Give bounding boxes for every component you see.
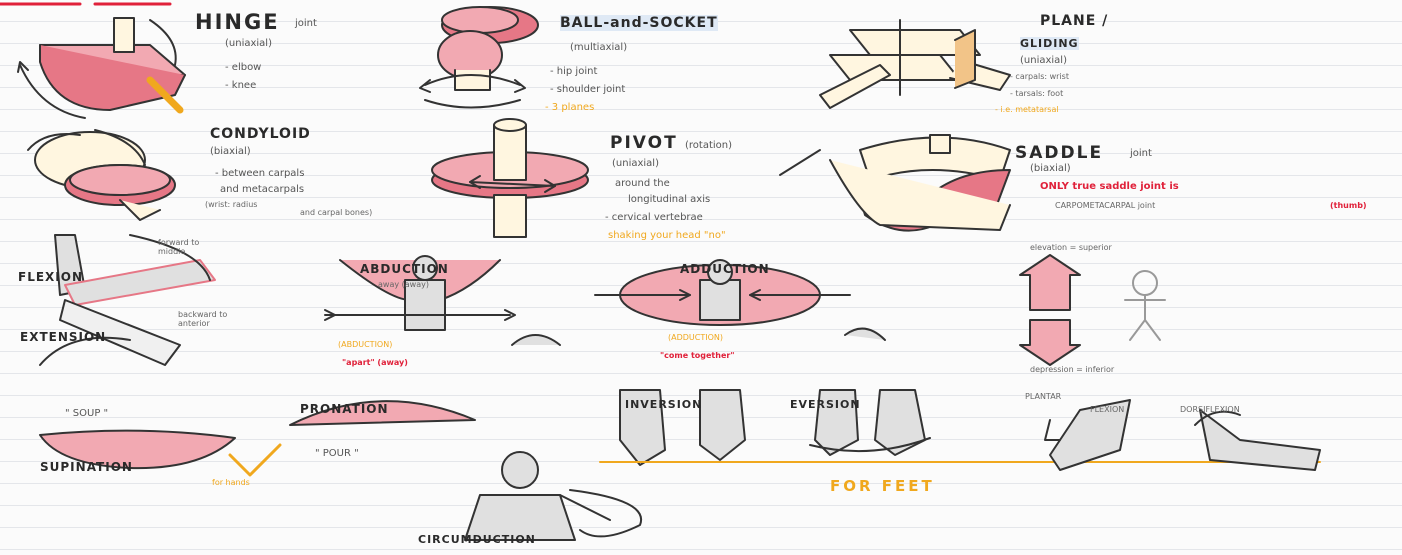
condyloid-title: CONDYLOID — [210, 126, 311, 142]
circumduction-illustration — [465, 452, 641, 540]
inversion-label: INVERSION — [625, 398, 702, 411]
plane-note: - i.e. metatarsal — [995, 105, 1059, 114]
elevation-label: elevation = superior — [1030, 243, 1112, 252]
pronation-label: PRONATION — [300, 402, 389, 416]
condyloid-type: (biaxial) — [210, 146, 251, 157]
adduction-sub: (ADDUCTION) — [668, 333, 723, 342]
hinge-type: (uniaxial) — [225, 38, 272, 49]
plane-joint-illustration — [820, 20, 1010, 108]
for-hands-label: for hands — [212, 478, 250, 487]
for-feet-label: FOR FEET — [830, 477, 935, 495]
pivot-example-3: - cervical vertebrae — [605, 212, 703, 223]
condyloid-example-2: and metacarpals — [220, 184, 304, 195]
condyloid-example-4: and carpal bones) — [300, 208, 372, 217]
saddle-example-3: (thumb) — [1330, 201, 1367, 210]
plane-title-2: GLIDING — [1020, 37, 1079, 50]
pivot-joint-illustration — [432, 119, 588, 237]
plantar-label-2: FLEXION — [1090, 405, 1124, 414]
dorsiflexion-label: DORSIFLEXION — [1180, 405, 1240, 414]
adduction-label: ADDUCTION — [680, 262, 770, 276]
flexion-label: FLEXION — [18, 270, 83, 284]
saddle-title: SADDLE — [1015, 143, 1103, 163]
condyloid-example-1: - between carpals — [215, 168, 304, 179]
condyloid-joint-illustration — [28, 130, 175, 220]
eversion-label: EVERSION — [790, 398, 861, 411]
ball-socket-title: BALL-and-SOCKET — [560, 15, 718, 31]
hinge-title: HINGE — [195, 10, 280, 34]
ball-socket-example-1: - hip joint — [550, 66, 597, 77]
plane-example-2: - tarsals: foot — [1010, 89, 1063, 98]
abduction-label: ABDUCTION — [360, 262, 449, 276]
backward-note: backward to anterior — [178, 310, 227, 328]
plane-type: (uniaxial) — [1020, 55, 1067, 66]
circumduction-label: CIRCUMDUCTION — [418, 533, 536, 546]
ball-socket-type: (multiaxial) — [570, 42, 627, 53]
adduction-quote: "come together" — [660, 351, 734, 360]
saddle-example-2: CARPOMETACARPAL joint — [1055, 201, 1155, 210]
abduction-quote: "apart" (away) — [342, 358, 408, 367]
hinge-example-2: - knee — [225, 80, 256, 91]
saddle-suffix: joint — [1130, 148, 1152, 159]
forward-note: forward to middle — [158, 238, 199, 256]
pivot-example-1: around the — [615, 178, 670, 189]
pivot-suffix: (rotation) — [685, 140, 732, 151]
hinge-suffix: joint — [295, 18, 317, 29]
pivot-note: shaking your head "no" — [608, 230, 726, 241]
abduction-paren: (ABDUCTION) — [338, 340, 392, 349]
condyloid-example-3: (wrist: radius — [205, 200, 257, 209]
ball-socket-illustration — [420, 7, 538, 108]
hinge-example-1: - elbow — [225, 62, 261, 73]
supination-label: SUPINATION — [40, 460, 133, 474]
ball-socket-note: - 3 planes — [545, 102, 594, 113]
plantar-label: PLANTAR — [1025, 392, 1061, 401]
plane-title: PLANE / — [1040, 13, 1108, 29]
soup-label: " SOUP " — [65, 408, 108, 419]
saddle-joint-illustration — [780, 135, 1010, 231]
plane-example-1: - carpals: wrist — [1010, 72, 1069, 81]
extension-label: EXTENSION — [20, 330, 106, 344]
ball-socket-example-2: - shoulder joint — [550, 84, 625, 95]
pivot-example-2: longitudinal axis — [628, 194, 710, 205]
depression-label: depression = inferior — [1030, 365, 1114, 374]
pour-label: " POUR " — [315, 448, 359, 459]
pivot-type: (uniaxial) — [612, 158, 659, 169]
abduction-sub: away (away) — [378, 280, 429, 289]
pivot-title: PIVOT — [610, 133, 678, 153]
saddle-example-1: ONLY true saddle joint is — [1040, 181, 1179, 192]
hinge-joint-illustration — [18, 18, 185, 118]
saddle-type: (biaxial) — [1030, 163, 1071, 174]
elevation-depression-illustration — [1020, 255, 1165, 365]
